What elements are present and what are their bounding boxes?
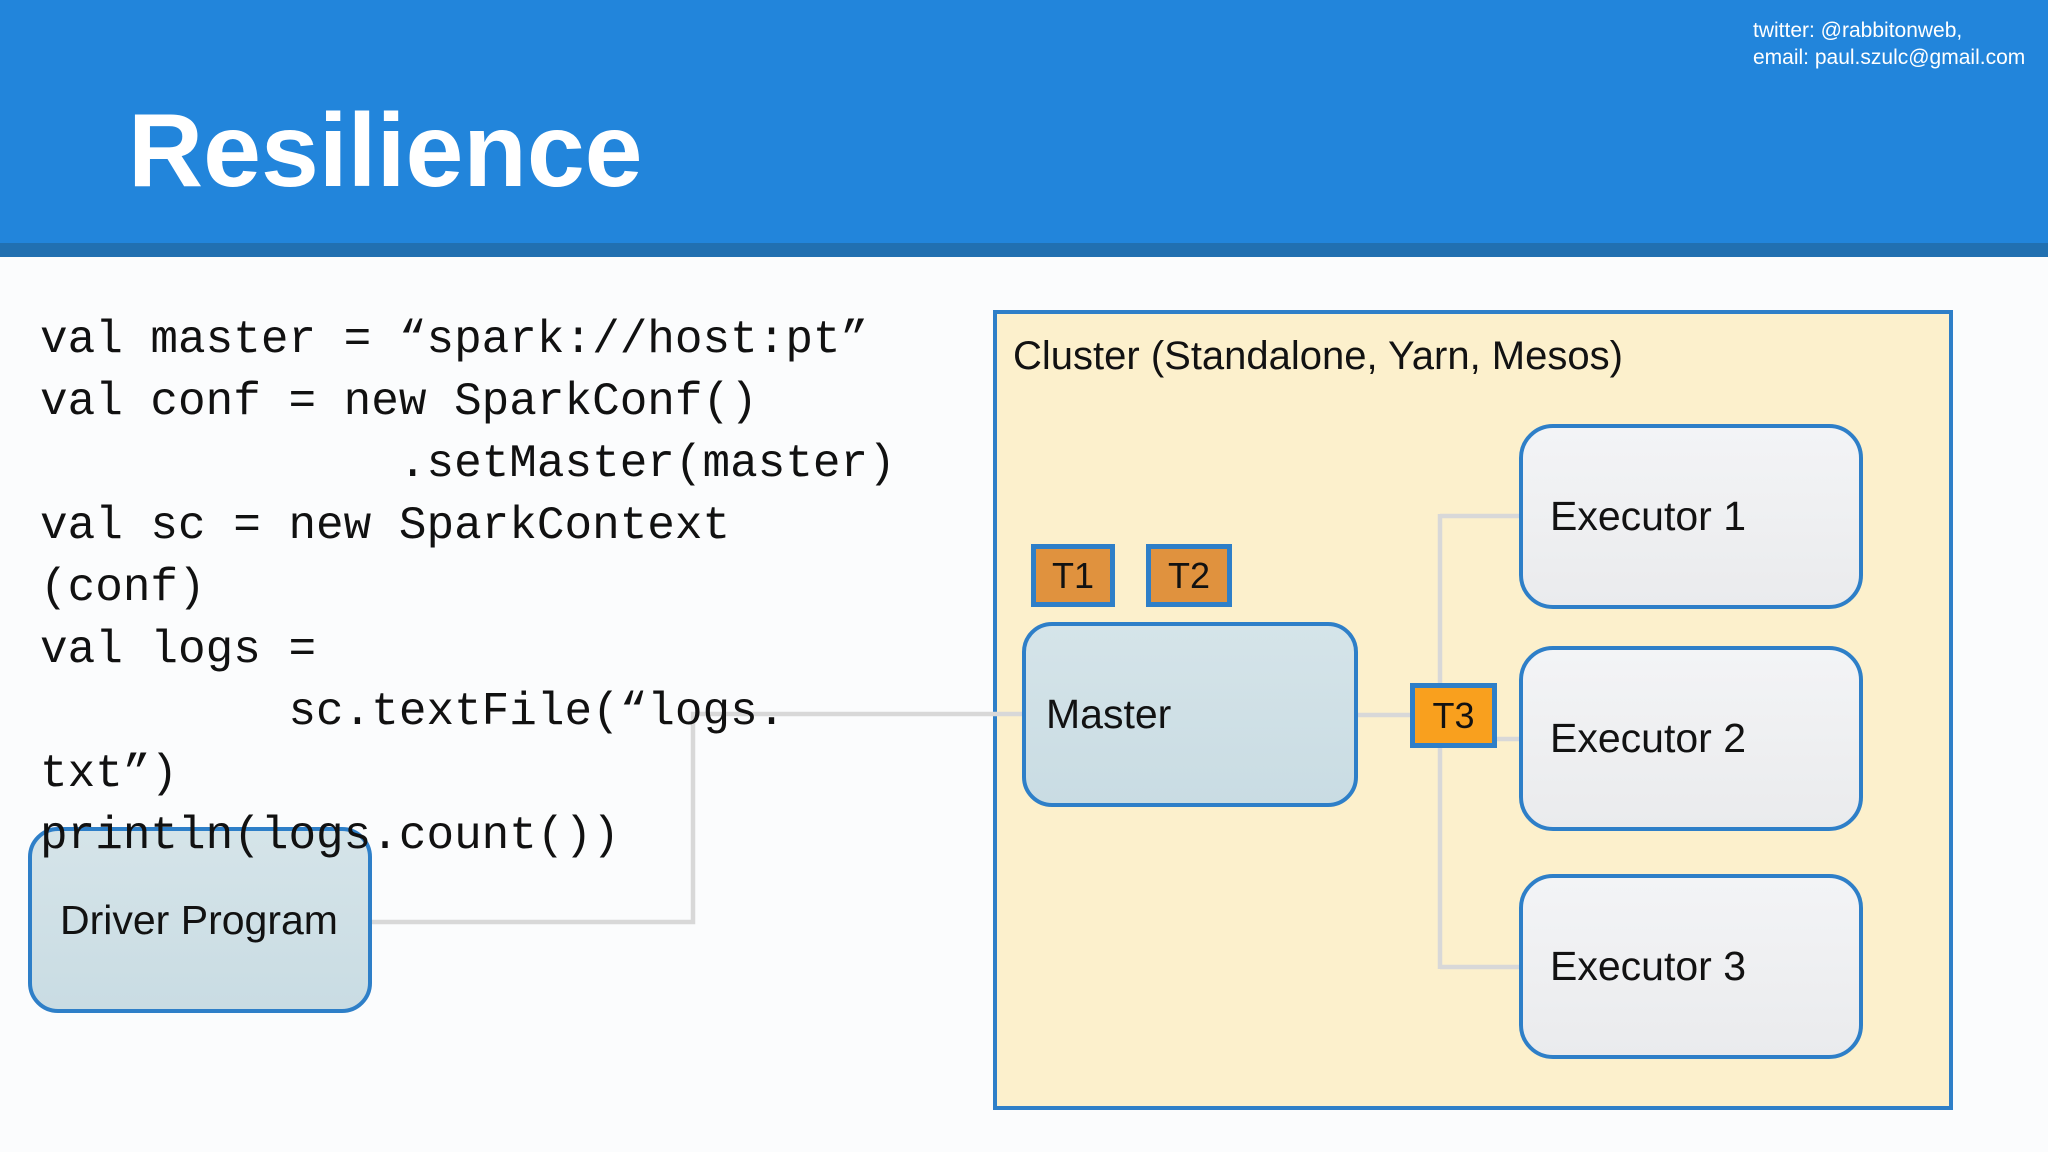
executor-2-box: Executor 2: [1519, 646, 1863, 831]
code-line: val logs =: [40, 624, 317, 676]
driver-program-label: Driver Program: [60, 896, 338, 943]
code-line: (conf): [40, 562, 206, 614]
task-t1-box: T1: [1031, 544, 1115, 607]
task-t3-box: T3: [1410, 683, 1497, 748]
code-block: val master = “spark://host:pt” val conf =…: [40, 309, 896, 867]
executor-2-label: Executor 2: [1550, 715, 1746, 761]
code-line: println(logs.count()): [40, 810, 620, 862]
driver-program-box: Driver Program: [28, 827, 372, 1013]
code-line: txt”): [40, 748, 179, 800]
code-line: val sc = new SparkContext: [40, 500, 731, 552]
task-t2-box: T2: [1146, 544, 1232, 607]
task-t3-label: T3: [1432, 694, 1475, 736]
contact-email: email: paul.szulc@gmail.com: [1753, 46, 2026, 69]
task-t2-label: T2: [1167, 554, 1210, 596]
code-line: sc.textFile(“logs.: [40, 686, 786, 738]
contact-twitter: twitter: @rabbitonweb,: [1753, 19, 1963, 42]
executor-1-label: Executor 1: [1550, 493, 1746, 539]
code-line: .setMaster(master): [40, 438, 896, 490]
slide-title: Resilience: [128, 93, 643, 209]
code-line: val conf = new SparkConf(): [40, 376, 758, 428]
executor-1-box: Executor 1: [1519, 424, 1863, 609]
header-bar: [0, 0, 2048, 243]
executor-3-label: Executor 3: [1550, 943, 1746, 989]
contact-info: twitter: @rabbitonweb, email: paul.szulc…: [1753, 17, 2025, 71]
executor-3-box: Executor 3: [1519, 874, 1863, 1059]
master-box: Master: [1022, 622, 1358, 807]
cluster-label: Cluster (Standalone, Yarn, Mesos): [1013, 334, 1623, 378]
master-label: Master: [1046, 691, 1172, 737]
code-line: val master = “spark://host:pt”: [40, 314, 869, 366]
task-t1-label: T1: [1051, 554, 1094, 596]
header-accent-strip: [0, 243, 2048, 257]
